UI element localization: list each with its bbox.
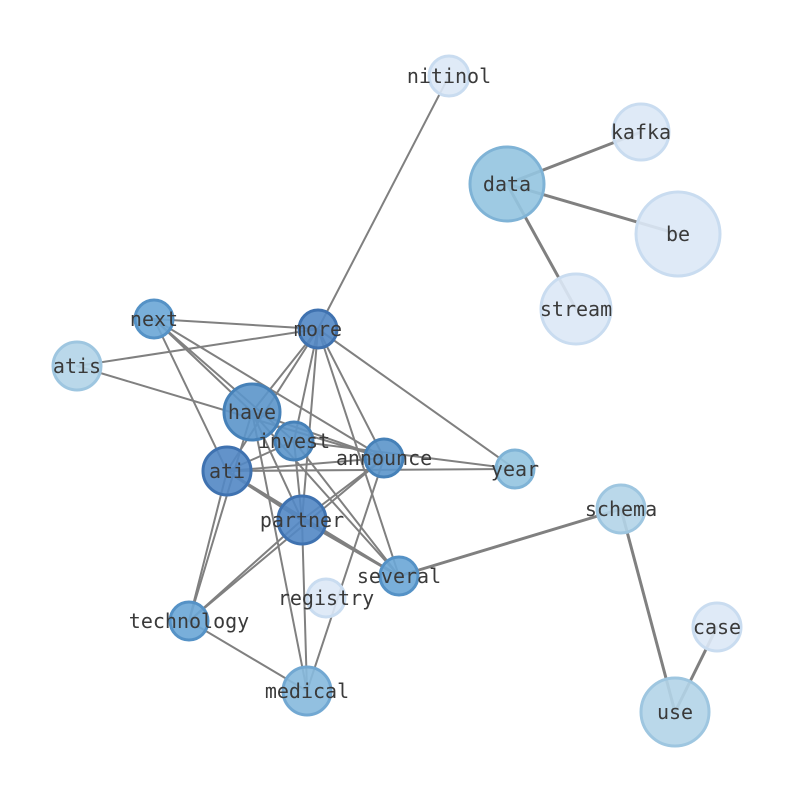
node-year: year xyxy=(491,448,539,490)
edge-more-several xyxy=(317,328,400,577)
edge-partner-medical xyxy=(301,519,308,692)
edge-more-announce xyxy=(317,328,385,459)
edge-more-partner xyxy=(301,328,319,521)
node-circle-stream xyxy=(539,272,613,346)
node-label-technology: technology xyxy=(129,609,249,633)
node-circle-have xyxy=(222,382,282,442)
edge-more-year xyxy=(317,328,516,470)
node-circle-next xyxy=(133,298,175,340)
node-case: case xyxy=(691,601,743,653)
node-label-nitinol: nitinol xyxy=(407,64,491,88)
node-kafka: kafka xyxy=(611,102,671,162)
node-circle-invest xyxy=(273,420,315,462)
node-label-more: more xyxy=(294,317,342,341)
node-circle-ati xyxy=(201,445,253,497)
node-technology: technology xyxy=(129,600,249,642)
node-circle-data xyxy=(468,145,546,223)
node-circle-more xyxy=(297,308,339,350)
edge-have-medical xyxy=(251,411,308,692)
node-data: data xyxy=(468,145,546,223)
node-stream: stream xyxy=(539,272,613,346)
node-label-data: data xyxy=(483,172,531,196)
node-circle-be xyxy=(634,190,722,278)
node-label-kafka: kafka xyxy=(611,120,671,144)
edge-announce-medical xyxy=(306,457,385,692)
node-label-invest: invest xyxy=(258,429,330,453)
edge-next-ati xyxy=(153,318,228,472)
node-layer: nitinol kafka data be stream next more atis have… xyxy=(51,54,743,748)
node-be: be xyxy=(634,190,722,278)
node-circle-several xyxy=(378,555,420,597)
node-label-atis: atis xyxy=(53,354,101,378)
edge-next-more xyxy=(153,318,319,330)
node-circle-case xyxy=(691,601,743,653)
node-use: use xyxy=(639,676,711,748)
node-label-ati: ati xyxy=(209,459,245,483)
node-circle-kafka xyxy=(611,102,671,162)
node-partner: partner xyxy=(260,494,344,546)
node-announce: announce xyxy=(336,437,432,479)
node-circle-technology xyxy=(168,600,210,642)
node-several: several xyxy=(357,555,441,597)
node-medical: medical xyxy=(265,665,349,717)
edge-more-nitinol xyxy=(317,75,450,330)
node-label-be: be xyxy=(666,222,690,246)
node-circle-nitinol xyxy=(427,54,471,98)
node-label-have: have xyxy=(228,400,276,424)
node-schema: schema xyxy=(585,483,657,535)
edge-have-technology xyxy=(188,411,253,622)
node-circle-atis xyxy=(51,340,103,392)
node-label-stream: stream xyxy=(540,297,612,321)
node-circle-announce xyxy=(363,437,405,479)
node-circle-use xyxy=(639,676,711,748)
edge-ati-technology xyxy=(188,470,228,622)
node-label-year: year xyxy=(491,457,539,481)
node-circle-partner xyxy=(276,494,328,546)
edge-invest-year xyxy=(293,440,516,470)
node-registry: registry xyxy=(278,577,374,619)
node-label-next: next xyxy=(130,307,178,331)
node-circle-year xyxy=(494,448,536,490)
node-circle-medical xyxy=(281,665,333,717)
node-label-announce: announce xyxy=(336,446,432,470)
edge-ati-announce xyxy=(226,457,385,472)
node-circle-registry xyxy=(305,577,347,619)
node-have: have xyxy=(222,382,282,442)
node-nitinol: nitinol xyxy=(407,54,491,98)
node-next: next xyxy=(130,298,178,340)
node-label-case: case xyxy=(693,615,741,639)
edge-several-schema xyxy=(397,507,623,578)
node-label-several: several xyxy=(357,564,441,588)
node-invest: invest xyxy=(258,420,330,462)
node-ati: ati xyxy=(201,445,253,497)
node-label-partner: partner xyxy=(260,508,344,532)
edge-atis-more xyxy=(76,328,319,367)
node-label-medical: medical xyxy=(265,679,349,703)
node-more: more xyxy=(294,308,342,350)
node-label-use: use xyxy=(657,700,693,724)
node-circle-schema xyxy=(595,483,647,535)
node-label-registry: registry xyxy=(278,586,374,610)
node-atis: atis xyxy=(51,340,103,392)
node-label-schema: schema xyxy=(585,497,657,521)
